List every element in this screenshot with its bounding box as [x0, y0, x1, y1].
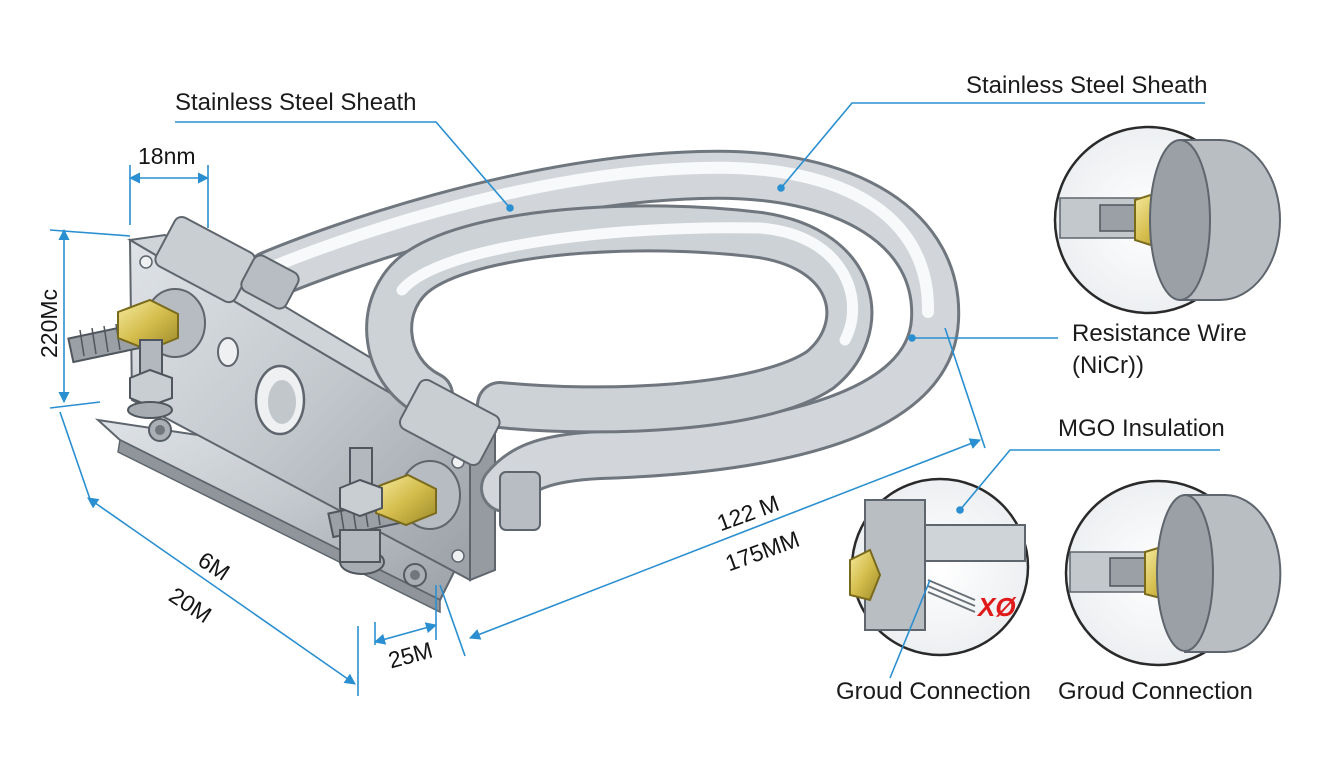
- dimension-lines: [49, 165, 986, 696]
- label-ground-connection-right: Groud Connection: [1058, 678, 1253, 705]
- label-sheath-left: Stainless Steel Sheath: [175, 89, 417, 116]
- label-sheath-right: Stainless Steel Sheath: [966, 72, 1208, 99]
- detail-circle-ground-left: [849, 477, 1030, 657]
- label-ground-connection-left: Groud Connection: [836, 678, 1031, 705]
- mark-x-diameter: XØ: [978, 592, 1016, 622]
- detail-circle-ground-right: [1064, 479, 1282, 667]
- label-resistance-wire-alloy: (NiCr)): [1072, 352, 1144, 379]
- dim-height-left: 220Mc: [36, 288, 62, 358]
- detail-circle-top: [1053, 125, 1281, 315]
- label-mgo-insulation: MGO Insulation: [1058, 415, 1225, 442]
- label-resistance-wire: Resistance Wire: [1072, 320, 1247, 347]
- dim-width-top: 18nm: [138, 143, 196, 169]
- terminal-upper: [67, 288, 206, 364]
- leader-lines: [175, 102, 1220, 679]
